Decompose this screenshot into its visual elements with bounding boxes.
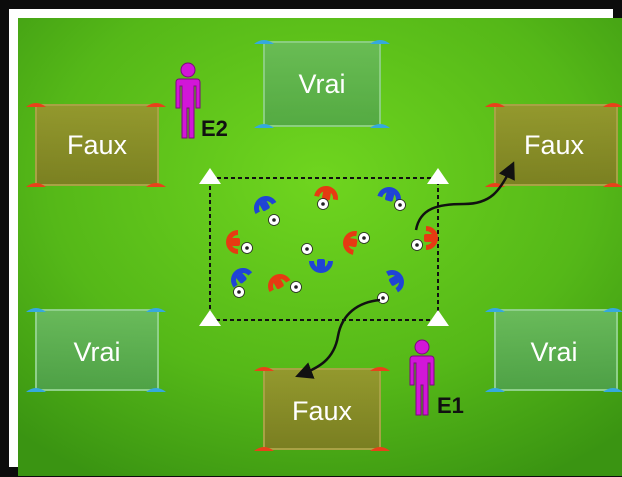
zone-label-bottom-right: Vrai <box>530 337 577 367</box>
cone-marker <box>146 388 166 392</box>
mannequin-red <box>268 274 291 292</box>
zone-area <box>263 41 381 127</box>
cone-marker <box>254 447 274 451</box>
cone-marker <box>26 388 46 392</box>
soccer-ball-icon <box>377 292 389 304</box>
soccer-ball-icon <box>268 214 280 226</box>
zone-area <box>494 309 618 391</box>
mannequin-red <box>314 186 338 201</box>
cone-marker <box>26 103 46 107</box>
movement-arrow-to-bottom-center <box>295 298 381 379</box>
cone-marker <box>254 124 274 128</box>
cone-marker <box>254 367 274 371</box>
triangle-cone-icon <box>427 168 449 184</box>
soccer-ball-icon <box>394 199 406 211</box>
player-label-e2: E2 <box>201 116 228 141</box>
soccer-ball-icon <box>290 281 302 293</box>
cone-marker <box>603 388 622 392</box>
player-e1: E1 <box>409 339 464 418</box>
cone-marker <box>603 103 622 107</box>
mannequins <box>226 186 438 293</box>
zone-label-bottom-left: Vrai <box>73 337 120 367</box>
mannequin-blue <box>231 268 253 288</box>
soccer-ball-icon <box>317 198 329 210</box>
cone-marker <box>146 308 166 312</box>
zone-area <box>494 104 618 186</box>
soccer-balls <box>233 198 423 304</box>
cone-marker <box>485 103 505 107</box>
cone-marker <box>603 308 622 312</box>
zone-label-top-right: Faux <box>524 130 585 160</box>
cone-marker <box>146 183 166 187</box>
cone-marker <box>370 124 390 128</box>
cone-marker <box>370 367 390 371</box>
triangle-cone-icon <box>199 310 221 326</box>
mannequin-blue <box>254 196 277 214</box>
mannequin-blue <box>309 259 333 273</box>
zone-top-right: Faux <box>494 104 618 186</box>
person-icon <box>409 339 435 416</box>
soccer-ball-icon <box>241 242 253 254</box>
zone-label-top-left: Faux <box>67 130 128 160</box>
cone-marker <box>603 183 622 187</box>
mannequin-red <box>226 230 240 254</box>
cone-marker <box>254 40 274 44</box>
triangle-cone-icon <box>199 168 221 184</box>
central-square-border <box>209 177 439 321</box>
central-square <box>199 168 449 326</box>
mannequin-red <box>343 231 358 255</box>
zone-bottom-left: Vrai <box>35 309 159 391</box>
cone-marker <box>370 40 390 44</box>
player-label-e1: E1 <box>437 393 464 418</box>
person-icon <box>175 62 201 139</box>
mannequin-blue <box>386 270 404 293</box>
zone-top-center: Vrai <box>263 41 381 127</box>
soccer-ball-icon <box>411 239 423 251</box>
cone-marker <box>485 308 505 312</box>
mannequin-blue <box>377 187 401 203</box>
mannequin-red <box>424 226 438 250</box>
zone-area <box>35 104 159 186</box>
movement-arrow-to-top-right <box>414 161 515 231</box>
cone-marker <box>26 308 46 312</box>
zone-label-bottom-center: Faux <box>292 396 353 426</box>
zone-bottom-right: Vrai <box>494 309 618 391</box>
soccer-ball-icon <box>233 286 245 298</box>
zone-bottom-center: Faux <box>263 368 381 450</box>
player-e2: E2 <box>175 62 228 141</box>
cone-marker <box>26 183 46 187</box>
cone-marker <box>485 388 505 392</box>
cone-marker <box>146 103 166 107</box>
football-pitch: Vrai Faux Faux Vrai Vrai Faux <box>18 18 622 476</box>
soccer-ball-icon <box>301 243 313 255</box>
zone-area <box>263 368 381 450</box>
triangle-cone-icon <box>427 310 449 326</box>
zone-label-top-center: Vrai <box>298 69 345 99</box>
cone-marker <box>370 447 390 451</box>
soccer-ball-icon <box>358 232 370 244</box>
zone-area <box>35 309 159 391</box>
zone-top-left: Faux <box>35 104 159 186</box>
